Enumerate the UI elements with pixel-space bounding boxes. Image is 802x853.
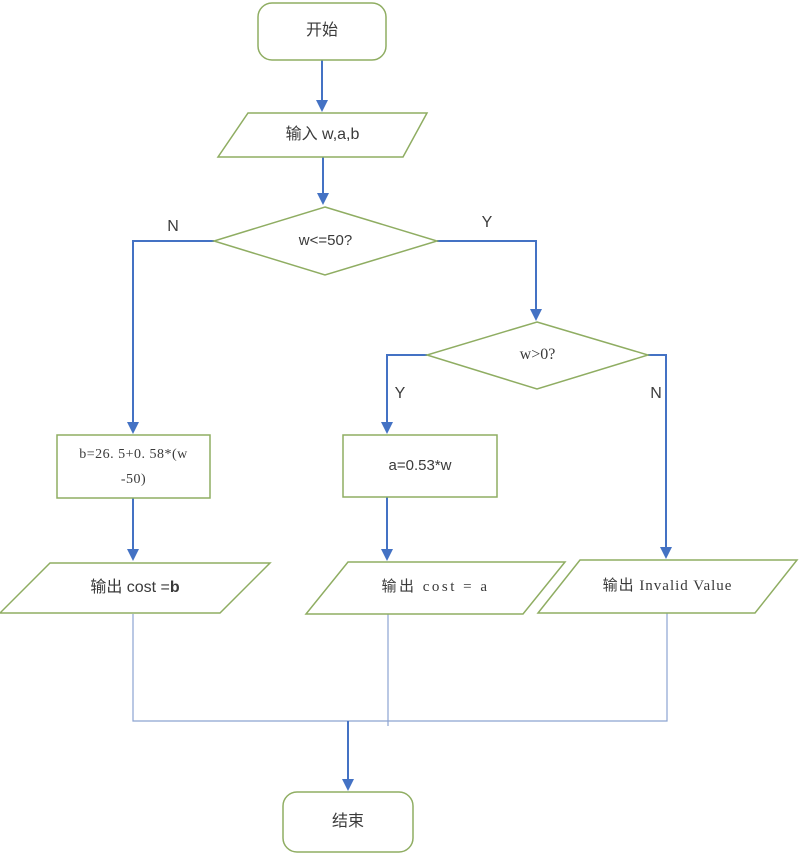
connector-decision1-yes xyxy=(437,240,542,321)
connector-decision2-no xyxy=(648,354,672,559)
start-node-shape xyxy=(257,2,387,61)
end-node-shape xyxy=(282,791,414,853)
input-node-shape xyxy=(216,112,429,158)
decision2-node-shape xyxy=(424,321,651,390)
output-b-node-shape xyxy=(0,562,272,614)
collector-lines xyxy=(132,613,668,726)
collector-merge-line xyxy=(132,613,668,722)
connector-decision2-yes xyxy=(381,354,427,434)
output-a-node-shape xyxy=(304,561,567,615)
connector-decision1-no xyxy=(127,240,214,434)
connectors-layer xyxy=(127,60,672,791)
process-a-node-shape xyxy=(342,434,498,498)
process-b-node-shape xyxy=(56,434,211,499)
decision1-node-shape xyxy=(211,206,440,276)
output-invalid-node-shape xyxy=(536,559,799,614)
